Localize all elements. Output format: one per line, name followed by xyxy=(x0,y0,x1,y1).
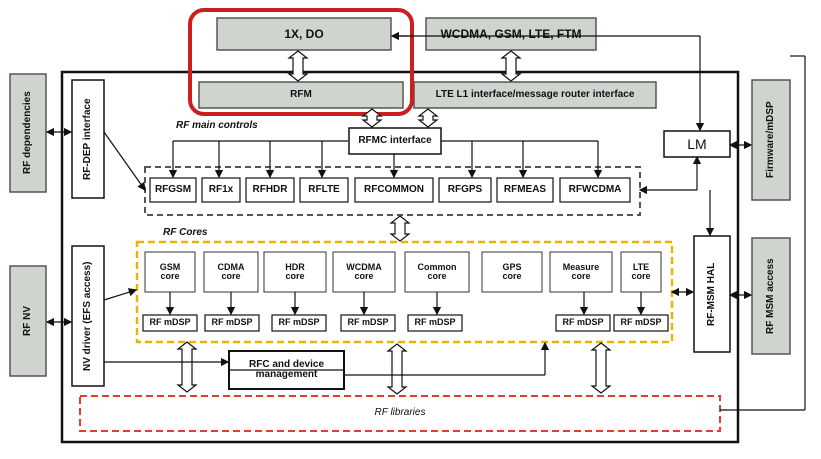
box-rf-nv xyxy=(9,265,47,377)
box-rf-msm-access xyxy=(751,237,791,355)
mdsp-label-wcdma: RF mDSP xyxy=(347,317,389,328)
arrow-cores-libraries-right xyxy=(590,342,612,394)
label-rf-msm-hal: RF-MSM HAL xyxy=(705,262,717,326)
mdsp-label-cdma: RF mDSP xyxy=(211,317,253,328)
arrow-1xdo-rfm xyxy=(287,50,309,82)
arrow-rfm-rfmc xyxy=(361,108,383,128)
module-box-rfcommon xyxy=(354,177,434,203)
arrow-lte-rfmc xyxy=(417,108,439,128)
arrow-cores-libraries-mid xyxy=(386,343,408,395)
core-box-gsm xyxy=(144,251,196,293)
core-label-hdr: HDR core xyxy=(285,261,305,281)
mdsp-label-lte: RF mDSP xyxy=(620,317,662,328)
arrow-controls-cores xyxy=(389,215,411,242)
module-label-rflte: RFLTE xyxy=(308,183,340,195)
core-label-common: Common core xyxy=(417,261,457,281)
module-label-rfcommon: RFCOMMON xyxy=(364,183,424,195)
module-label-rfgps: RFGPS xyxy=(447,183,483,195)
mdsp-label-hdr: RF mDSP xyxy=(278,317,320,328)
core-box-lte xyxy=(620,251,662,293)
label-rf-libraries: RF libraries xyxy=(374,407,426,419)
module-label-rfmeas: RFMEAS xyxy=(503,183,547,195)
box-1x-do xyxy=(216,17,392,51)
module-box-rfmeas xyxy=(496,177,554,203)
box-rf-dependencies xyxy=(9,73,47,193)
module-label-rfhdr: RFHDR xyxy=(252,183,288,195)
core-label-lte: LTE core xyxy=(631,261,651,281)
label-wcdma-group: WCDMA, GSM, LTE, FTM xyxy=(440,26,582,41)
box-rf-dep-interface xyxy=(71,79,105,199)
module-label-rf1x: RF1x xyxy=(208,183,234,195)
label-rf-cores: RF Cores xyxy=(163,226,208,238)
module-label-rfgsm: RFGSM xyxy=(154,183,192,195)
label-rf-main-controls: RF main controls xyxy=(176,119,258,131)
label-rfm: RFM xyxy=(290,88,312,100)
box-wcdma-group xyxy=(425,17,597,51)
core-label-gps: GPS core xyxy=(502,261,522,281)
box-rfm xyxy=(198,81,404,109)
module-box-rflte xyxy=(299,177,349,203)
box-firmware xyxy=(751,79,791,201)
label-firmware: Firmware/mDSP xyxy=(764,101,776,179)
module-box-rfwcdma xyxy=(559,177,631,203)
core-box-wcdma xyxy=(332,251,396,293)
mdsp-label-common: RF mDSP xyxy=(414,317,456,328)
red-highlight xyxy=(188,8,414,116)
arrow-wcdma-lte xyxy=(500,50,522,82)
label-rfmc-interface: RFMC interface xyxy=(358,134,432,146)
module-box-rf1x xyxy=(201,177,241,203)
label-1x-do: 1X, DO xyxy=(284,26,324,41)
module-box-rfhdr xyxy=(245,177,295,203)
mdsp-label-gsm: RF mDSP xyxy=(149,317,191,328)
core-label-gsm: GSM core xyxy=(159,261,181,281)
main-frame xyxy=(60,70,740,444)
box-rfmc-interface xyxy=(348,127,442,155)
core-box-measure xyxy=(549,251,613,293)
module-box-rfgps xyxy=(438,177,492,203)
core-label-cdma: CDMA core xyxy=(217,261,245,281)
core-box-hdr xyxy=(263,251,327,293)
rf-libraries-group xyxy=(79,395,721,432)
label-rf-dep-interface: RF-DEP interface xyxy=(81,98,93,180)
rf-main-controls-group xyxy=(144,166,641,216)
box-nv-driver xyxy=(71,245,105,387)
label-rf-dependencies: RF dependencies xyxy=(21,91,33,175)
core-label-wcdma: WCDMA core xyxy=(346,261,382,281)
module-label-rfwcdma: RFWCDMA xyxy=(568,183,622,195)
core-box-cdma xyxy=(203,251,259,293)
core-box-gps xyxy=(481,251,543,293)
mdsp-label-measure: RF mDSP xyxy=(562,317,604,328)
label-rf-msm-access: RF MSM access xyxy=(764,258,776,334)
label-rfc-device-mgmt: RFC and device management xyxy=(248,358,325,380)
label-nv-driver: NV driver (EFS access) xyxy=(81,261,93,371)
core-box-common xyxy=(404,251,470,293)
label-lte-l1: LTE L1 interface/message router interfac… xyxy=(435,88,635,100)
label-rf-nv: RF NV xyxy=(21,306,33,336)
label-lm: LM xyxy=(687,135,707,152)
core-label-measure: Measure core xyxy=(562,261,600,281)
arrow-cores-libraries-left xyxy=(176,341,198,393)
